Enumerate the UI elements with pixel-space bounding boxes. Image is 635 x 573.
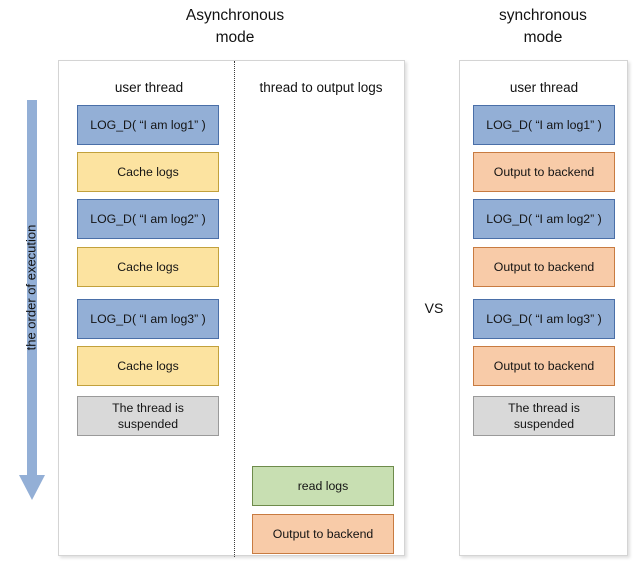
async-step-log3: LOG_D( “I am log3” ) (77, 299, 219, 339)
vs-label: VS (424, 300, 444, 316)
sync-step-output-to-backend-3: Output to backend (473, 346, 615, 386)
synchronous-mode-panel: user thread LOG_D( “I am log1” ) Output … (459, 60, 628, 556)
async-user-thread-header: user thread (114, 80, 184, 95)
sync-step-output-to-backend-2: Output to backend (473, 247, 615, 287)
sync-step-log1: LOG_D( “I am log1” ) (473, 105, 615, 145)
asynchronous-mode-panel: user thread LOG_D( “I am log1” ) Cache l… (58, 60, 405, 557)
sync-step-output-to-backend-1: Output to backend (473, 152, 615, 192)
order-of-execution-label: the order of execution (23, 224, 39, 351)
sync-step-log3: LOG_D( “I am log3” ) (473, 299, 615, 339)
sync-step-thread-suspended: The thread is suspended (473, 396, 615, 436)
sync-step-log2: LOG_D( “I am log2” ) (473, 199, 615, 239)
async-step-output-to-backend: Output to backend (252, 514, 394, 554)
async-mode-title: Asynchronous mode (185, 7, 285, 46)
order-of-execution-arrow: the order of execution (14, 100, 50, 505)
async-step-cache-logs-3: Cache logs (77, 346, 219, 386)
async-step-cache-logs-2: Cache logs (77, 247, 219, 287)
async-step-thread-suspended: The thread is suspended (77, 396, 219, 436)
async-output-thread-header: thread to output logs (259, 80, 383, 95)
async-step-log2: LOG_D( “I am log2” ) (77, 199, 219, 239)
async-step-cache-logs-1: Cache logs (77, 152, 219, 192)
thread-divider (234, 61, 235, 557)
sync-mode-title: synchronous mode (499, 7, 587, 46)
async-step-read-logs: read logs (252, 466, 394, 506)
async-step-log1: LOG_D( “I am log1” ) (77, 105, 219, 145)
down-arrow-icon (19, 100, 45, 500)
sync-user-thread-header: user thread (509, 80, 579, 95)
